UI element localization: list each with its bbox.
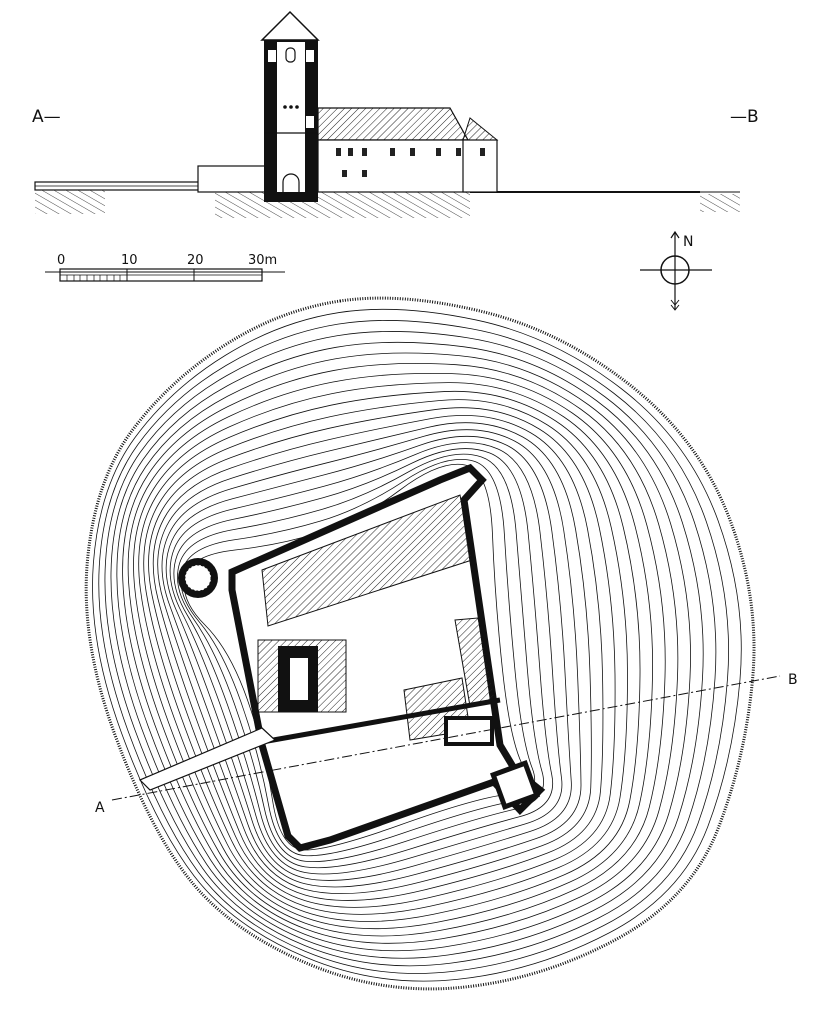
tower-window: [285, 47, 296, 63]
ground-hatch: [35, 190, 105, 214]
contour-line: [165, 435, 572, 881]
ground-hatch: [700, 194, 740, 212]
contour-line: [148, 407, 616, 908]
castle-plan: A B: [95, 463, 798, 852]
contour-line: [127, 372, 666, 937]
contour-line: [133, 382, 654, 930]
mound-contours: [84, 296, 756, 991]
hall-building: [261, 494, 473, 627]
contour-line: [92, 308, 742, 982]
scale-tick-label: 20: [187, 253, 204, 268]
side-roof: [462, 117, 499, 141]
bridge: [138, 727, 277, 791]
scale-tick-label: 10: [121, 253, 138, 268]
contour-line: [98, 320, 729, 974]
contour-line: [173, 448, 554, 869]
contour-line: [161, 429, 582, 888]
contour-line: [84, 296, 756, 991]
se-tower: [490, 760, 540, 810]
section-label-b: B: [788, 672, 798, 688]
main-roof: [317, 107, 470, 141]
section-line: [111, 675, 781, 801]
north-label: N: [683, 234, 693, 250]
contour-line: [138, 390, 641, 922]
tower-roof: [260, 10, 320, 41]
scale-bar: 0 10 20 30m: [45, 253, 285, 282]
contour-line: [104, 331, 717, 967]
side-building: [462, 139, 498, 193]
contour-line: [157, 422, 592, 895]
inner-wall: [261, 697, 501, 745]
contour-line: [143, 399, 628, 915]
scale-tick-label: 30m: [248, 253, 277, 268]
contour-line: [180, 458, 536, 857]
contour-line: [169, 442, 563, 875]
scale-tick-label: 0: [57, 253, 65, 268]
contour-line: [177, 453, 544, 863]
tower-interior: [277, 42, 305, 192]
ground-hatch: [215, 192, 470, 218]
contour-line: [122, 363, 679, 944]
main-building: [317, 139, 469, 193]
north-arrow-icon: N: [640, 230, 712, 311]
elevation-view: A— —B: [32, 10, 759, 218]
section-label-a: A: [95, 800, 105, 816]
section-label-right: —B: [730, 107, 759, 127]
section-label-left: A—: [32, 107, 61, 127]
curtain-wall: [197, 165, 269, 193]
contour-line: [152, 414, 604, 901]
contour-line: [110, 341, 704, 959]
contour-line: [116, 352, 691, 952]
